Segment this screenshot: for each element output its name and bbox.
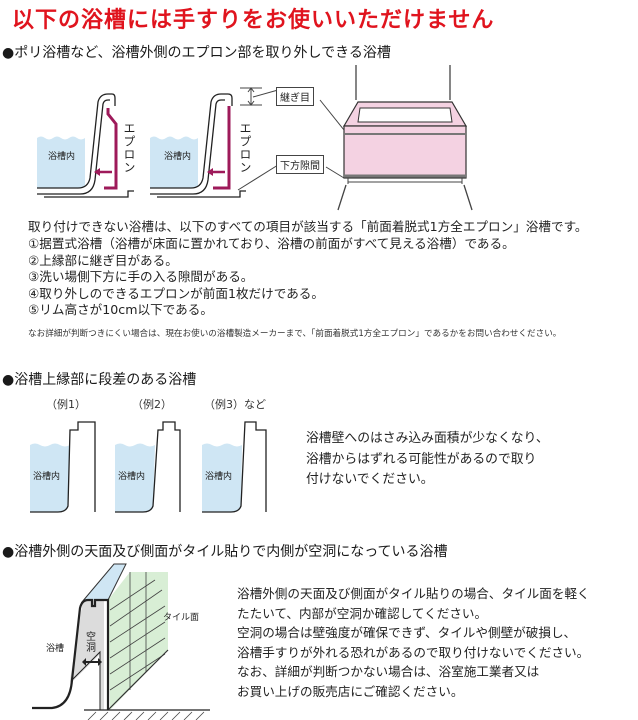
seam-label: 継ぎ目	[276, 87, 314, 106]
section3-line-2: たたいて、内部が空洞か確認してください。	[237, 605, 488, 621]
section3-line-6: お買い上げの販売店にご確認ください。	[237, 683, 464, 699]
apron-label-2: エプロン	[238, 122, 252, 174]
water-label-1: 浴槽内	[48, 152, 76, 162]
section1-note: なお詳細が判断つきにくい場合は、現在お使いの浴槽製造メーカーまで、「前面着脱式1…	[28, 329, 562, 339]
section1-heading: ●ポリ浴槽など、浴槽外側のエプロン部を取り外しできる浴槽	[2, 45, 391, 61]
condition-item-1: ①据置式浴槽（浴槽が床面に置かれており、浴槽の前面がすべて見える浴槽）である。	[28, 236, 515, 251]
apron-label-1: エプロン	[122, 122, 136, 174]
section2-line-3: 付けないでください。	[306, 472, 434, 487]
condition-item-4: ④取り外しのできるエプロンが前面1枚だけである。	[28, 285, 324, 301]
condition-item-2: ②上縁部に継ぎ目がある。	[28, 252, 178, 268]
tub-illustration	[319, 65, 473, 211]
section3-text: 浴槽外側の天面及び側面がタイル貼りの場合、タイル面を軽く たたいて、内部が空洞か…	[237, 584, 590, 702]
stepped-rim-illustration	[30, 421, 267, 513]
water-label-ex2: 浴槽内	[118, 472, 146, 482]
section3-heading: ●浴槽外側の天面及び側面がタイル貼りで内側が空洞になっている浴槽	[2, 544, 448, 560]
water-label-2: 浴槽内	[164, 152, 192, 162]
section2-text: 浴槽壁へのはさみ込み面積が少なくなり、 浴槽からはずれる可能性があるので取り 付…	[306, 429, 549, 491]
example-label-2: （例2）	[132, 398, 172, 411]
section1-intro: 取り付けできない浴槽は、以下のすべての項目が該当する「前面着脱式1方全エプロン」…	[28, 219, 588, 234]
section1-conditions-list: ①据置式浴槽（浴槽が床面に置かれており、浴槽の前面がすべて見える浴槽）である。 …	[28, 236, 515, 319]
tile-hollow-diagram: 浴槽 空洞 タイル面	[0, 560, 230, 720]
section3-line-1: 浴槽外側の天面及び側面がタイル貼りの場合、タイル面を軽く	[237, 586, 590, 601]
condition-item-5: ⑤リム高さが10cm以下である。	[28, 302, 213, 317]
hollow-label: 空洞	[86, 632, 96, 654]
apron-diagram: 浴槽内 浴槽内 エプロン エプロン	[0, 60, 330, 210]
tub-perspective-diagram: 継ぎ目 下方隙間	[240, 60, 480, 211]
section3-line-5: なお、詳細が判断つかない場合は、浴室施工業者又は	[237, 664, 540, 680]
stepped-rim-diagrams: 浴槽内 浴槽内 浴槽内	[0, 420, 290, 515]
page-title: 以下の浴槽には手すりをお使いいただけません	[12, 8, 495, 33]
section2-line-1: 浴槽壁へのはさみ込み面積が少なくなり、	[306, 431, 549, 446]
section2-heading: ●浴槽上縁部に段差のある浴槽	[2, 372, 197, 388]
example-label-3: （例3）など	[204, 398, 266, 411]
water-label-ex3: 浴槽内	[205, 472, 233, 482]
tile-wall-illustration	[32, 563, 210, 720]
gap-label: 下方隙間	[276, 155, 324, 174]
section3-line-4: 浴槽手すりが外れる恐れがあるので取り付けないでください。	[237, 644, 590, 660]
apron-cross-section-illustration	[37, 87, 279, 198]
tub-label: 浴槽	[46, 644, 65, 654]
section2-line-2: 浴槽からはずれる可能性があるので取り	[306, 451, 537, 467]
condition-item-3: ③洗い場側下方に手の入る隙間がある。	[28, 269, 254, 284]
section3-line-3: 空洞の場合は壁強度が確保できず、タイルや側壁が破損し、	[237, 625, 577, 641]
tile-label: タイル面	[163, 613, 200, 623]
example-label-1: （例1）	[46, 398, 86, 411]
water-label-ex1: 浴槽内	[33, 472, 61, 482]
